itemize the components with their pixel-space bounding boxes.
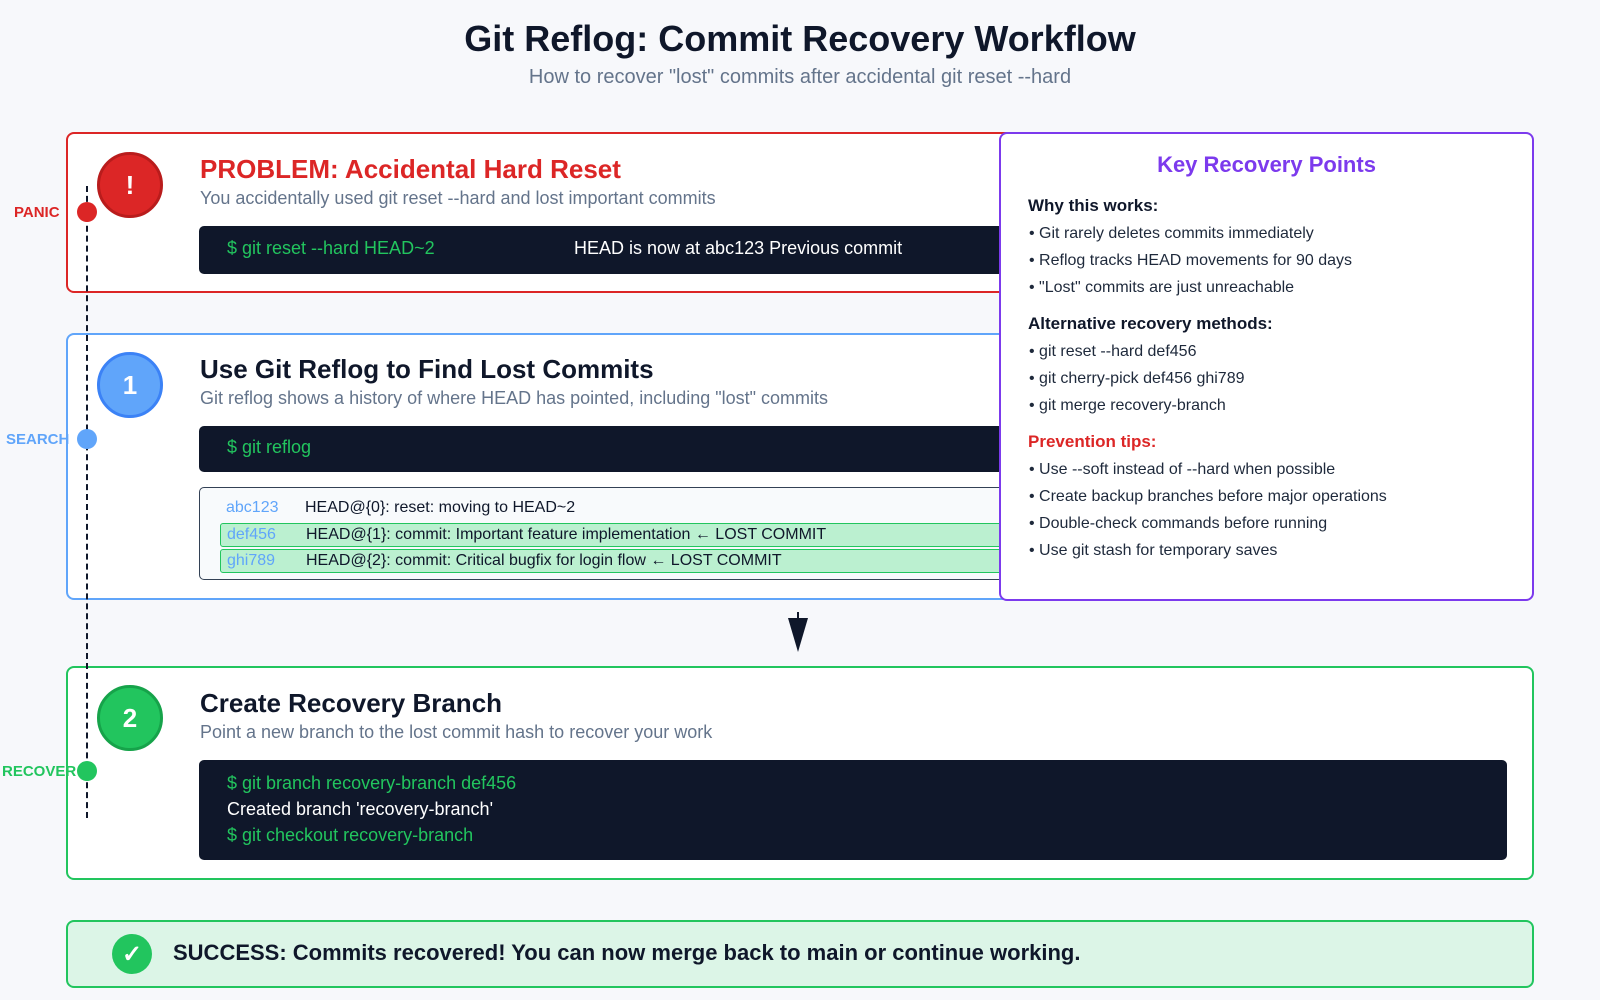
alternative-item: • git reset --hard def456 (1029, 343, 1197, 360)
reflog-command: $ git reflog (227, 437, 312, 457)
timeline-label-recover: RECOVER (2, 763, 77, 780)
alternative-heading: Alternative recovery methods: (1028, 314, 1273, 333)
why-heading: Why this works: (1028, 196, 1159, 215)
warning-icon: ! (97, 152, 163, 218)
prevention-item: • Use git stash for temporary saves (1029, 542, 1278, 559)
step-2-badge: 2 (97, 685, 163, 751)
timeline-dot-search (77, 429, 97, 449)
reflog-entry-lost: ghi789 HEAD@{2}: commit: Critical bugfix… (220, 549, 1050, 573)
recovery-terminal: $ git branch recovery-branch def456 Crea… (199, 760, 1507, 860)
commit-hash: def456 (227, 526, 276, 543)
prevention-item: • Double-check commands before running (1029, 515, 1328, 532)
timeline-line (86, 186, 88, 818)
problem-command: $ git reset --hard HEAD~2 (227, 238, 435, 258)
alternative-item: • git merge recovery-branch (1029, 397, 1226, 414)
reflog-step-title: Use Git Reflog to Find Lost Commits (200, 354, 654, 384)
alternative-item: • git cherry-pick def456 ghi789 (1029, 370, 1245, 387)
success-message: SUCCESS: Commits recovered! You can now … (173, 940, 1081, 965)
problem-title: PROBLEM: Accidental Hard Reset (200, 154, 621, 184)
why-item: • Reflog tracks HEAD movements for 90 da… (1029, 252, 1353, 269)
reflog-step-description: Git reflog shows a history of where HEAD… (200, 388, 829, 408)
key-points-panel: Key Recovery Points Why this works: • Gi… (999, 132, 1534, 601)
prevention-item: • Create backup branches before major op… (1029, 488, 1387, 505)
problem-description: You accidentally used git reset --hard a… (200, 188, 716, 208)
commit-hash: ghi789 (227, 552, 276, 569)
key-points-title: Key Recovery Points (1157, 152, 1376, 177)
why-item: • Git rarely deletes commits immediately (1029, 225, 1314, 242)
step-1-badge: 1 (97, 352, 163, 418)
reflog-terminal: $ git reflog (199, 426, 1069, 472)
recovery-step-title: Create Recovery Branch (200, 688, 503, 718)
diagram-subtitle: How to recover "lost" commits after acci… (528, 66, 1072, 88)
problem-output: HEAD is now at abc123 Previous commit (574, 238, 903, 258)
timeline-label-panic: PANIC (14, 204, 60, 221)
success-banner (66, 920, 1534, 988)
reflog-entry: abc123 HEAD@{0}: reset: moving to HEAD~2 (220, 497, 1050, 521)
branch-output: Created branch 'recovery-branch' (227, 799, 494, 819)
checkmark-icon: ✓ (112, 934, 152, 974)
reflog-message: HEAD@{1}: commit: Important feature impl… (306, 526, 827, 543)
prevention-item: • Use --soft instead of --hard when poss… (1029, 461, 1336, 478)
timeline-dot-recover (77, 761, 97, 781)
reflog-message: HEAD@{0}: reset: moving to HEAD~2 (305, 499, 576, 516)
problem-terminal: $ git reset --hard HEAD~2 HEAD is now at… (199, 226, 1069, 274)
diagram-title: Git Reflog: Commit Recovery Workflow (464, 18, 1136, 59)
reflog-output-table: abc123 HEAD@{0}: reset: moving to HEAD~2… (199, 487, 1050, 580)
reflog-message: HEAD@{2}: commit: Critical bugfix for lo… (306, 552, 782, 569)
why-item: • "Lost" commits are just unreachable (1029, 279, 1295, 296)
recovery-step-description: Point a new branch to the lost commit ha… (200, 722, 713, 742)
checkout-command: $ git checkout recovery-branch (227, 825, 474, 845)
branch-command: $ git branch recovery-branch def456 (227, 773, 517, 793)
timeline-label-search: SEARCH (6, 431, 70, 448)
down-arrow-icon (788, 612, 808, 652)
prevention-heading: Prevention tips: (1028, 432, 1157, 451)
reflog-entry-lost: def456 HEAD@{1}: commit: Important featu… (220, 523, 1050, 547)
timeline-dot-panic (77, 202, 97, 222)
commit-hash: abc123 (226, 499, 279, 516)
